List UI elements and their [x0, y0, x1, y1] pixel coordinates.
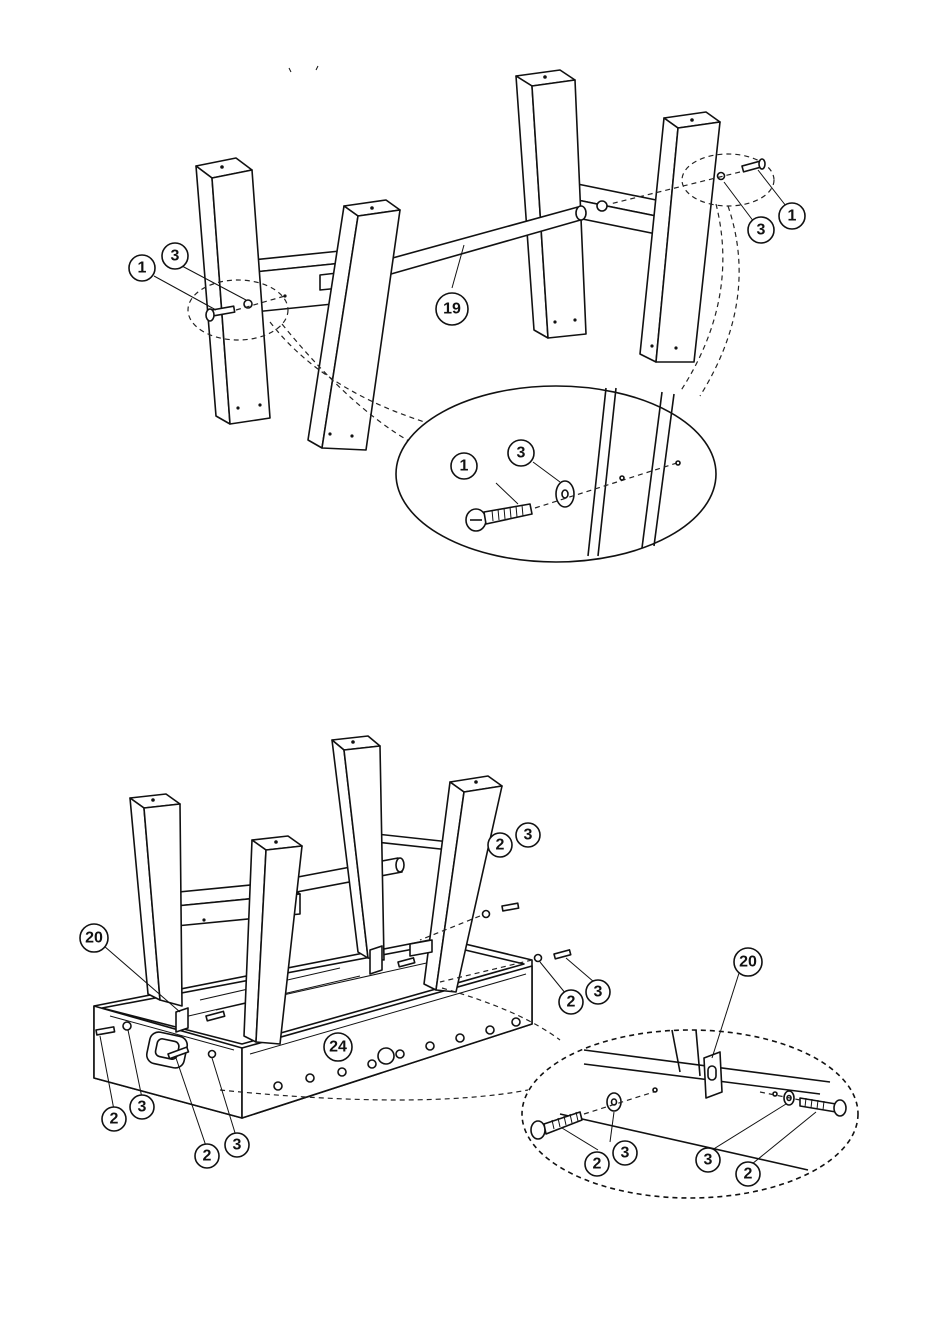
svg-text:3: 3 — [517, 445, 526, 462]
magnified-detail-top — [396, 386, 716, 562]
svg-text:19: 19 — [443, 301, 461, 318]
leg-back-right — [516, 70, 586, 338]
washer-icon — [556, 481, 574, 507]
callout-2-top: 2 — [488, 833, 512, 857]
callout-1-detail: 1 — [451, 453, 477, 479]
svg-text:2: 2 — [744, 1166, 753, 1183]
screw-icon — [742, 159, 765, 172]
svg-text:3: 3 — [594, 984, 603, 1001]
svg-text:2: 2 — [110, 1111, 119, 1128]
leg-front-left — [196, 158, 270, 424]
svg-text:3: 3 — [138, 1099, 147, 1116]
stray-mark — [289, 66, 318, 72]
svg-text:20: 20 — [85, 930, 103, 947]
callout-2-detail-right: 2 — [736, 1162, 760, 1186]
svg-text:1: 1 — [460, 458, 469, 475]
svg-text:2: 2 — [593, 1156, 602, 1173]
callout-2-detail-left: 2 — [585, 1152, 609, 1176]
leg-frame-assembly-top: 1 3 19 3 1 1 3 — [129, 66, 805, 562]
leg-front-middle — [308, 200, 400, 450]
callout-2-right: 2 — [540, 962, 583, 1014]
callout-19: 19 — [436, 293, 468, 325]
svg-text:3: 3 — [171, 248, 180, 265]
leg-bottom-back-left — [130, 794, 182, 1006]
svg-text:1: 1 — [138, 260, 147, 277]
callout-3-detail-right: 3 — [696, 1148, 720, 1172]
svg-text:2: 2 — [567, 994, 576, 1011]
callout-3-right: 3 — [724, 182, 774, 243]
washer-icon — [607, 1093, 621, 1111]
svg-text:3: 3 — [704, 1152, 713, 1169]
svg-text:3: 3 — [524, 827, 533, 844]
svg-text:2: 2 — [203, 1148, 212, 1165]
svg-text:1: 1 — [788, 208, 797, 225]
cabinet-assembly-bottom: 20 24 2 3 2 3 2 — [80, 736, 858, 1198]
rail-bolt-hole — [597, 201, 607, 211]
leg-bottom-back-right — [332, 736, 384, 960]
svg-text:3: 3 — [757, 222, 766, 239]
washer-icon — [718, 173, 725, 180]
callout-24: 24 — [324, 1033, 352, 1061]
leg-front-right — [640, 112, 720, 362]
svg-text:3: 3 — [233, 1137, 242, 1154]
svg-text:24: 24 — [329, 1039, 347, 1056]
callout-3-top: 3 — [516, 823, 540, 847]
callout-3-detail: 3 — [508, 440, 534, 466]
callout-3-detail-left: 3 — [613, 1141, 637, 1165]
svg-text:3: 3 — [621, 1145, 630, 1162]
callout-20-right: 20 — [734, 948, 762, 976]
svg-text:2: 2 — [496, 837, 505, 854]
svg-text:20: 20 — [739, 954, 757, 971]
